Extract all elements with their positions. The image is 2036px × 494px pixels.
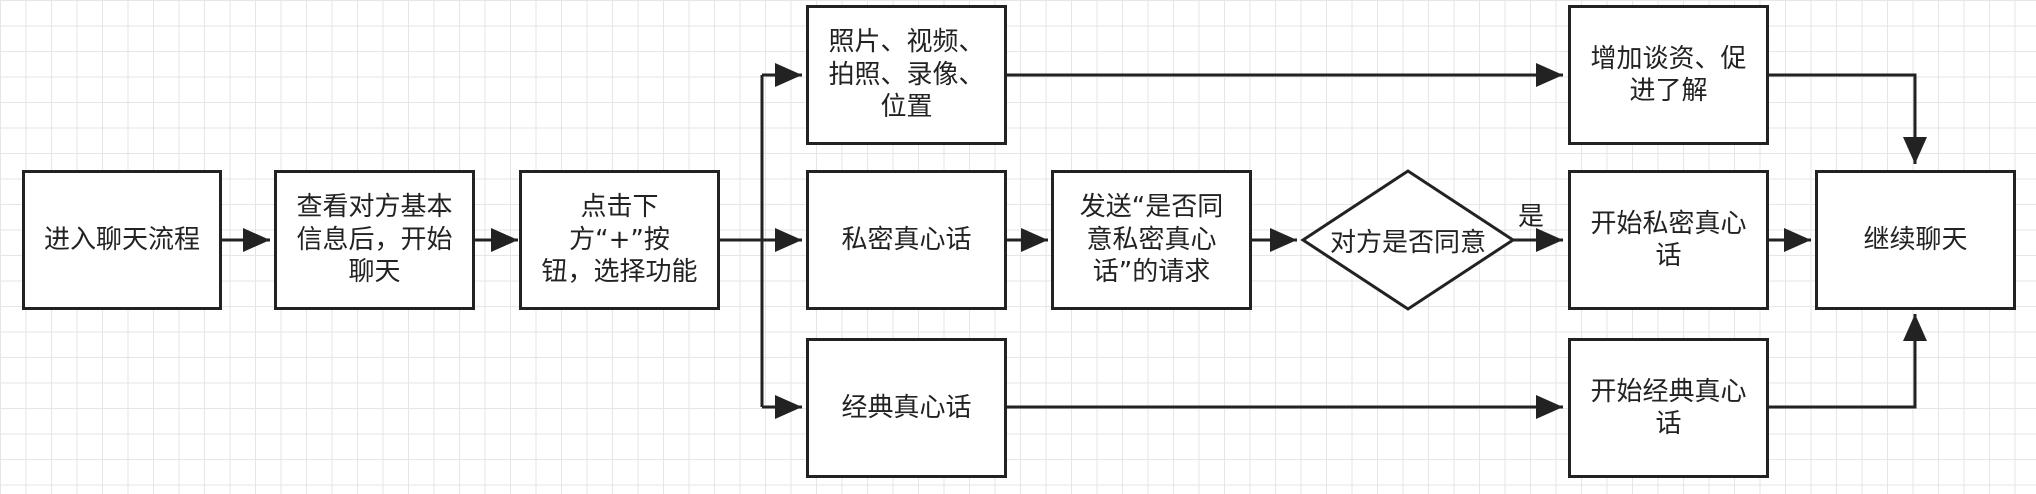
node-continue-chat: 继续聊天	[1815, 170, 2016, 310]
node-private-truth: 私密真心话	[806, 170, 1007, 310]
node-start-classic: 开始经典真心 话	[1568, 338, 1769, 478]
node-classic-truth: 经典真心话	[806, 338, 1007, 478]
node-enter-chat: 进入聊天流程	[22, 170, 222, 310]
edge-topics-to-continue	[1769, 73, 1927, 164]
edge-start-classic-to-continue	[1769, 314, 1927, 409]
node-view-info: 查看对方基本 信息后，开始 聊天	[274, 170, 475, 310]
node-agree-decision: 对方是否同意	[1329, 227, 1486, 258]
node-media: 照片、视频、 拍照、录像、 位置	[806, 5, 1007, 145]
node-click-plus: 点击下 方“+”按 钮，选择功能	[519, 170, 720, 310]
node-add-topics: 增加谈资、促 进了解	[1568, 5, 1769, 145]
edge-label-yes: 是	[1518, 202, 1545, 232]
node-start-private: 开始私密真心 话	[1568, 170, 1769, 310]
node-send-request: 发送“是否同 意私密真心 话”的请求	[1051, 170, 1252, 310]
decision-diamond	[1300, 169, 1516, 311]
